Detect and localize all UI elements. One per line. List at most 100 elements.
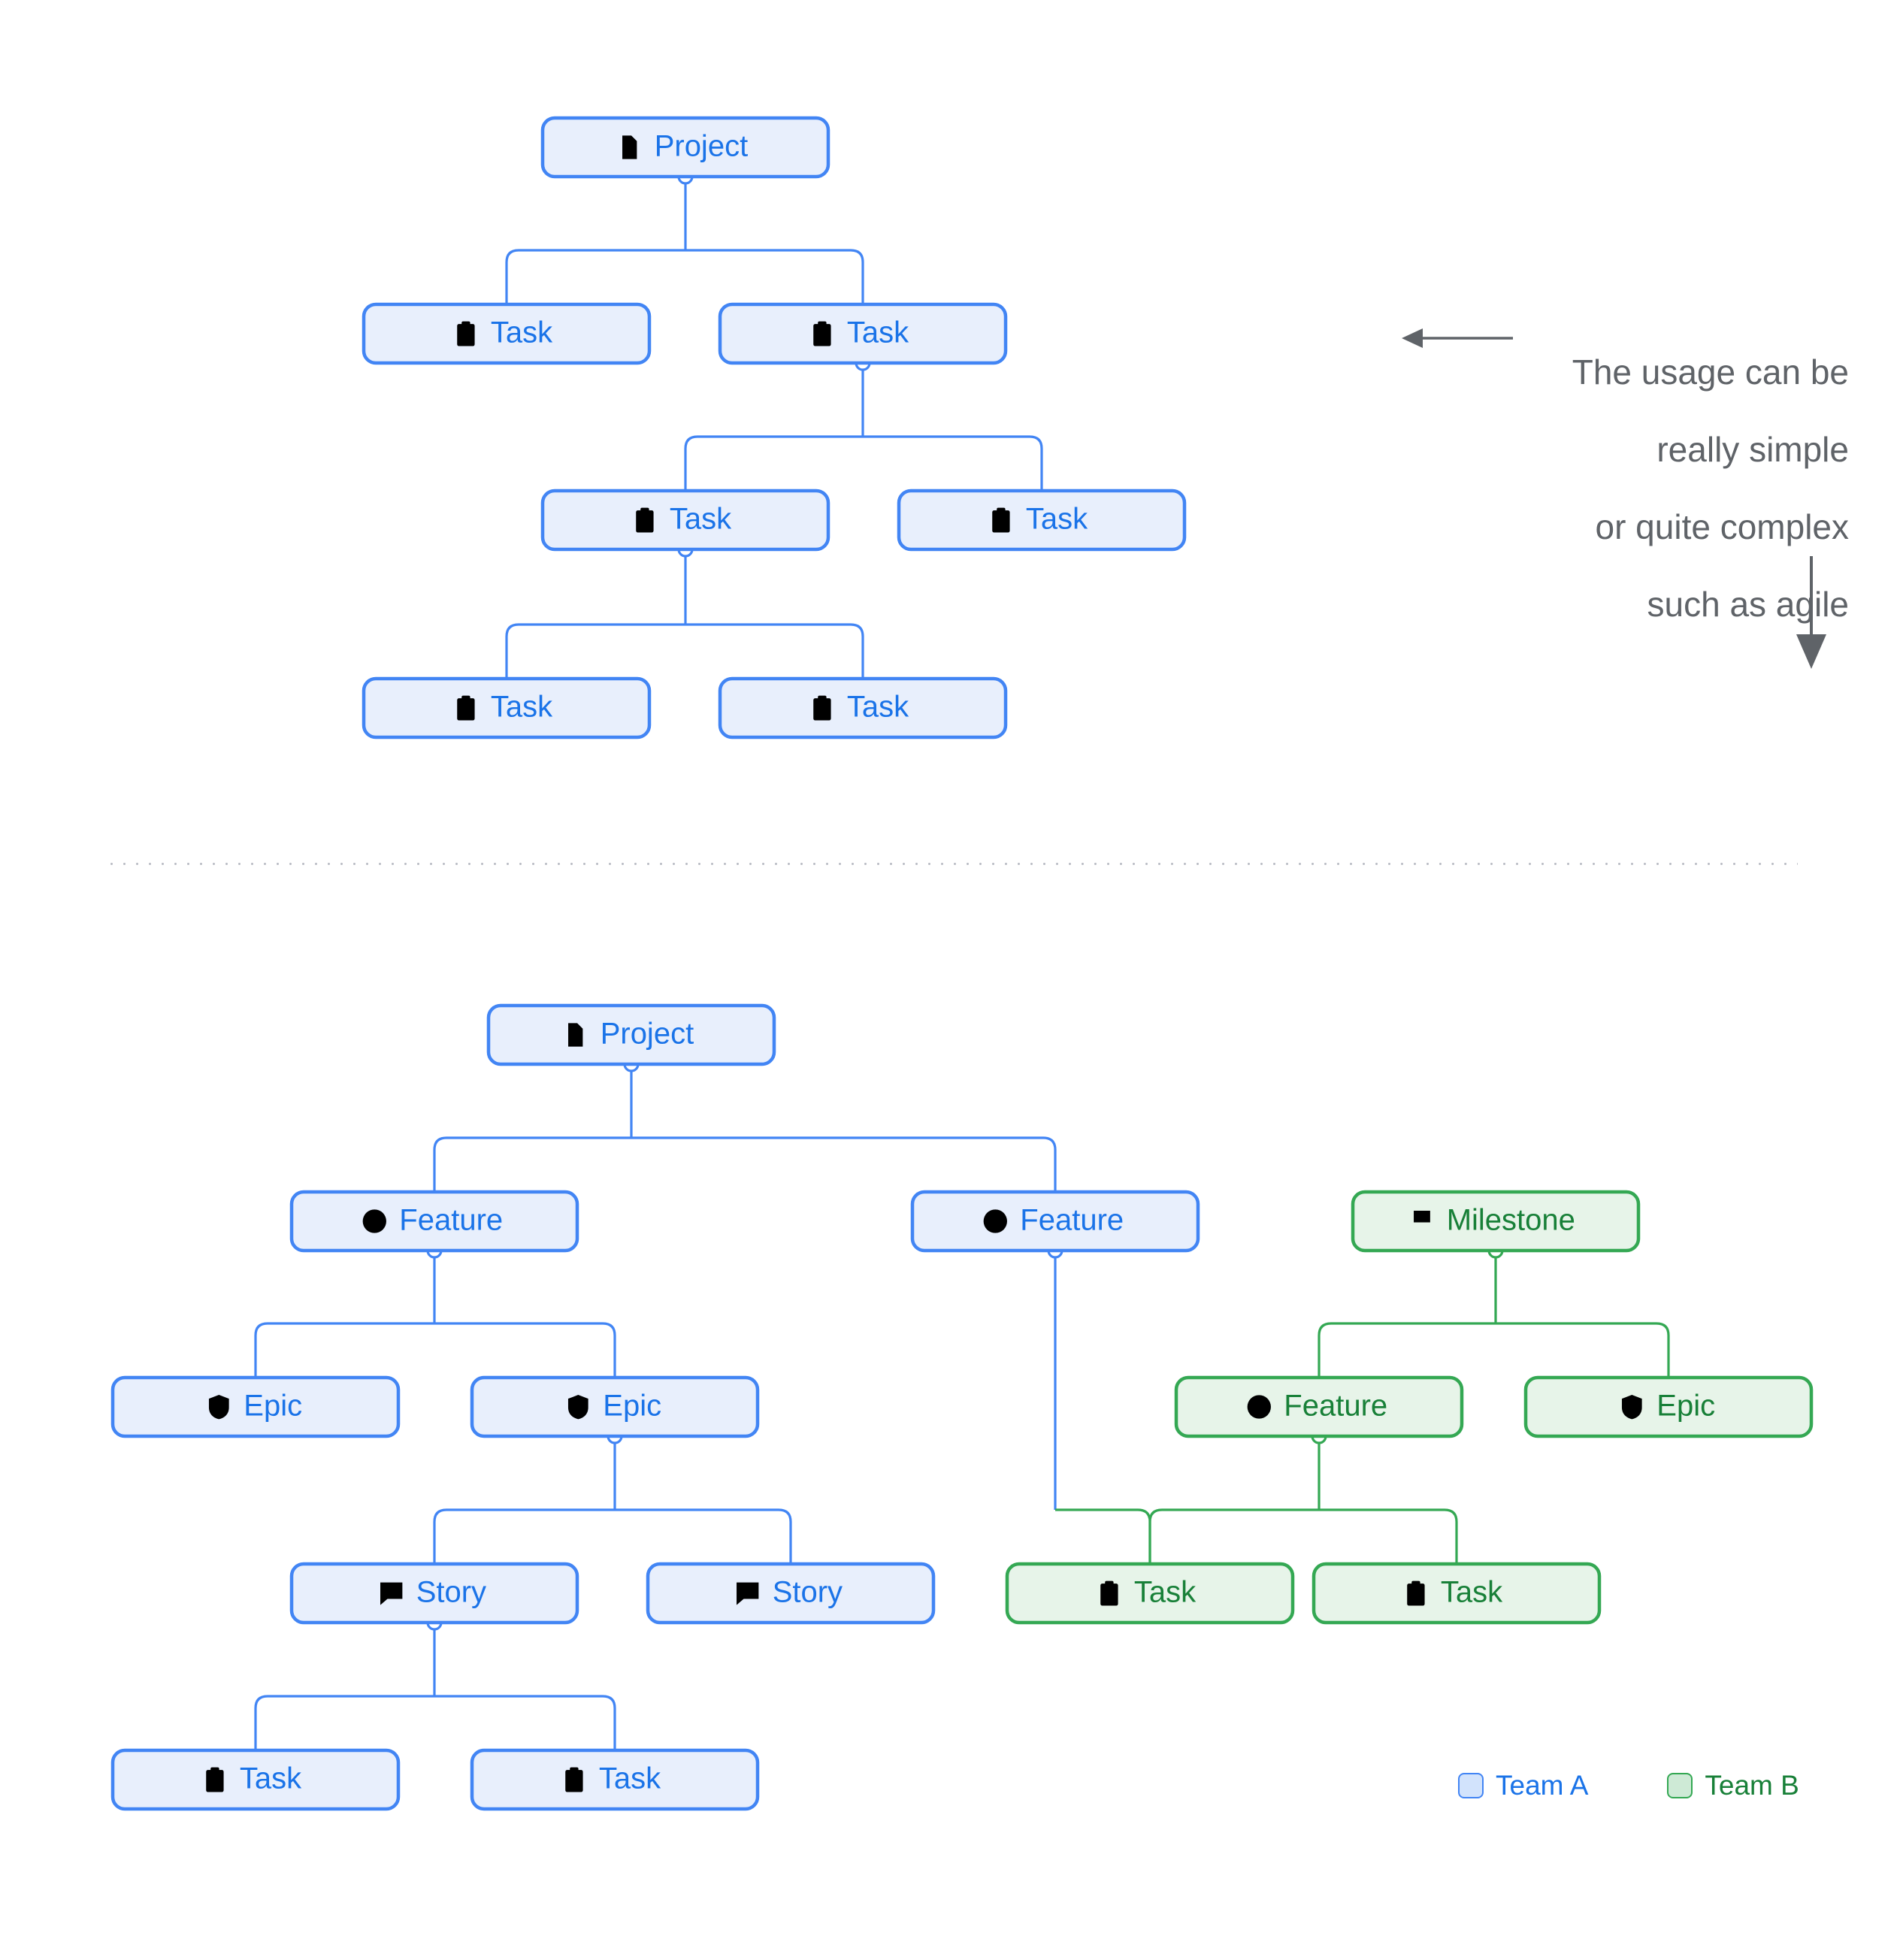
connector-branch [1496,1322,1670,1378]
shield-check-icon [567,1395,588,1420]
node-label: Task [670,503,732,536]
node-label: Story [416,1576,486,1609]
node-s-task-6[interactable]: Task [718,676,1008,740]
node-label: Task [1134,1576,1197,1609]
clipboard-check-icon [992,507,1010,533]
section-divider [105,863,1798,865]
connector-branch [505,249,685,304]
node-a-epic-3[interactable]: Epic [1523,1375,1814,1438]
node-label: Epic [603,1390,661,1423]
connector-branch [505,623,685,679]
clipboard-check-icon [1407,1580,1425,1606]
usage-annotation: The usage can be really simple or quite … [1398,314,1849,663]
connector-branch [433,1508,615,1564]
node-a-milestone[interactable]: Milestone [1351,1190,1641,1253]
node-a-feature-2[interactable]: Feature [910,1190,1200,1253]
clipboard-check-icon [813,695,831,721]
node-a-task-b1[interactable]: Task [110,1748,401,1811]
node-label: Task [599,1762,661,1795]
document-icon [568,1023,583,1047]
node-label: Task [1441,1576,1503,1609]
node-background [289,1190,579,1253]
node-label: Task [1026,503,1088,536]
connector-branch [1318,1322,1496,1378]
legend-label-team-a: Team A [1496,1770,1589,1801]
connector-branch [684,435,863,491]
node-background [470,1748,760,1811]
clipboard-check-icon [457,695,475,721]
clipboard-check-icon [565,1767,583,1792]
connector-branch [1055,1508,1151,1564]
simple-tree-nodes: Project Task Task Task [362,116,1187,740]
connector-branch [254,1695,434,1750]
connector-branch [434,1695,616,1750]
shield-check-icon [208,1395,229,1420]
team-legend: Team A Team B [1458,1770,1799,1801]
node-background [470,1375,760,1438]
legend-swatch-team-b [1667,1773,1693,1798]
connector-branch [863,435,1043,491]
node-label: Task [240,1762,302,1795]
node-background [110,1748,401,1811]
node-a-story-1[interactable]: Story [289,1562,579,1625]
node-a-task-g1[interactable]: Task [1005,1562,1295,1625]
legend-item-team-b: Team B [1667,1770,1799,1801]
node-s-task-2[interactable]: Task [718,302,1008,365]
node-label: Story [773,1576,843,1609]
node-s-task-4[interactable]: Task [897,488,1187,552]
star-circle-icon [1247,1395,1271,1419]
node-a-feature-1[interactable]: Feature [289,1190,579,1253]
connector-branch [1148,1508,1319,1564]
node-label: Project [601,1018,694,1051]
node-label: Task [491,691,553,724]
connector-branch [433,1136,631,1192]
node-label: Task [847,691,909,724]
node-background [1523,1375,1814,1438]
node-a-project[interactable]: Project [486,1003,776,1066]
flag-icon [1414,1211,1430,1223]
node-background [362,676,652,740]
node-label: Task [491,316,553,349]
node-label: Epic [1656,1390,1715,1423]
connector-branch [254,1322,434,1378]
node-s-task-5[interactable]: Task [362,676,652,740]
node-label: Feature [1020,1204,1124,1237]
clipboard-check-icon [636,507,654,533]
node-background [110,1375,401,1438]
node-a-epic-2[interactable]: Epic [470,1375,760,1438]
node-label: Task [847,316,909,349]
connector-branch [1319,1508,1458,1564]
comment-star-icon [380,1582,403,1605]
connector-branch [685,623,864,679]
node-a-task-g2[interactable]: Task [1312,1562,1602,1625]
node-background [718,302,1008,365]
annotation-line-2: really simple [1656,429,1849,469]
legend-label-team-b: Team B [1705,1770,1799,1801]
node-s-task-1[interactable]: Task [362,302,652,365]
node-background [289,1562,579,1625]
document-icon [622,135,637,159]
node-s-project[interactable]: Project [540,116,830,179]
agile-tree-nodes: Project Feature Feature Milestone Epic E [110,1003,1814,1811]
arrow-down-icon [1796,556,1826,669]
star-circle-icon [983,1209,1007,1233]
node-s-task-3[interactable]: Task [540,488,830,552]
node-label: Milestone [1447,1204,1575,1237]
node-background [718,676,1008,740]
node-background [1351,1190,1641,1253]
star-circle-icon [362,1209,386,1233]
legend-item-team-a: Team A [1458,1770,1588,1801]
connector-branch [434,1322,616,1378]
node-a-epic-1[interactable]: Epic [110,1375,401,1438]
clipboard-check-icon [1100,1580,1118,1606]
connector-branch [685,249,864,304]
node-background [646,1562,936,1625]
node-a-task-b2[interactable]: Task [470,1748,760,1811]
node-a-feature-3[interactable]: Feature [1174,1375,1464,1438]
node-background [540,116,830,179]
node-a-story-2[interactable]: Story [646,1562,936,1625]
clipboard-check-icon [457,321,475,346]
